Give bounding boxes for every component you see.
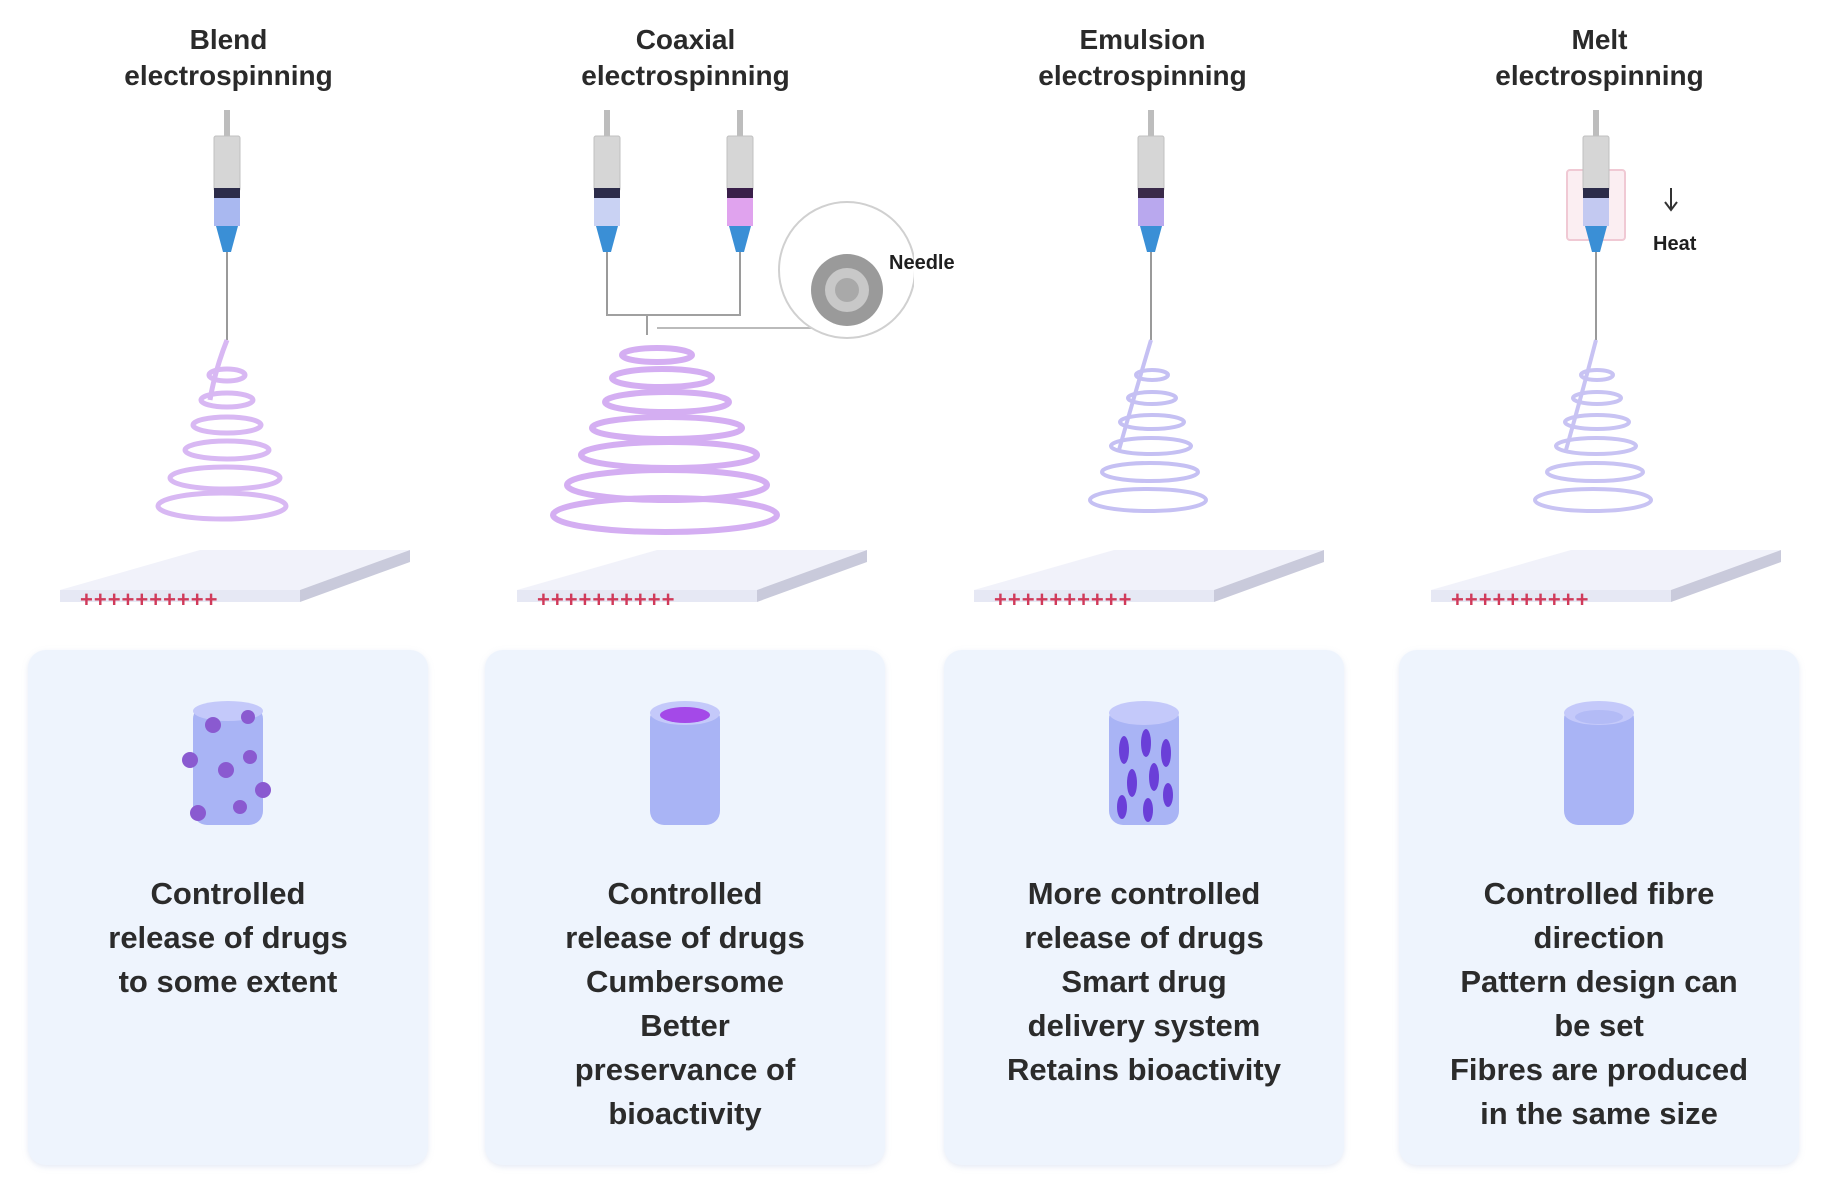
method-description: More controlled release of drugs Smart d…: [1007, 876, 1281, 1087]
column-melt-electrospinning: Melt electrospinning: [1371, 0, 1828, 1198]
melt-result-card: Controlled fibre direction Pattern desig…: [1399, 650, 1799, 1165]
syringe-icon: [1582, 110, 1610, 340]
fibre-with-embedded-droplets-icon: [1109, 701, 1179, 825]
heat-label: Heat: [1653, 233, 1697, 255]
syringe-icon: [1137, 110, 1165, 340]
blend-result-card: Controlled release of drugs to some exte…: [28, 650, 428, 1165]
method-title: Coaxial electrospinning: [581, 24, 790, 91]
fibre-with-drug-particles-icon: [182, 701, 271, 825]
collector-plate-icon: ++++++++++: [60, 550, 410, 612]
coaxial-apparatus-illustration: ++++++++++: [517, 110, 914, 612]
collector-plate-icon: ++++++++++: [974, 550, 1324, 612]
syringe-icon: [593, 110, 621, 310]
positive-charge-markers: ++++++++++: [537, 587, 675, 612]
emulsion-result-card: More controlled release of drugs Smart d…: [944, 650, 1344, 1165]
plain-fibre-icon: [1564, 701, 1634, 825]
needle-label: Needle: [889, 252, 955, 274]
positive-charge-markers: ++++++++++: [1451, 587, 1589, 612]
method-title: Melt electrospinning: [1495, 24, 1704, 91]
method-description: Controlled fibre direction Pattern desig…: [1449, 876, 1749, 1131]
column-coaxial-electrospinning: Coaxial electrospinning: [457, 0, 955, 1198]
method-description: Controlled release of drugs to some exte…: [108, 876, 348, 999]
blend-apparatus-illustration: ++++++++++: [60, 110, 410, 612]
fibre-jet-spiral-icon: [1533, 339, 1653, 513]
coaxial-result-card: Controlled release of drugs Cumbersome B…: [485, 650, 885, 1165]
core-shell-fibre-icon: [650, 701, 720, 825]
needle-inset-icon: [778, 201, 914, 339]
melt-apparatus-illustration: ++++++++++: [1431, 110, 1781, 612]
method-title: Blend electrospinning: [124, 24, 333, 91]
method-title: Emulsion electrospinning: [1038, 24, 1247, 91]
column-blend-electrospinning: Blend electrospinning ++++++++++: [0, 0, 457, 1198]
fibre-jet-spiral-icon: [155, 339, 289, 522]
syringe-icon: [213, 110, 241, 340]
positive-charge-markers: ++++++++++: [80, 587, 218, 612]
positive-charge-markers: ++++++++++: [994, 587, 1132, 612]
emulsion-apparatus-illustration: ++++++++++: [974, 110, 1324, 612]
column-emulsion-electrospinning: Emulsion electrospinning ++++++++++: [914, 0, 1371, 1198]
fibre-jet-spiral-icon: [550, 345, 780, 535]
collector-plate-icon: ++++++++++: [1431, 550, 1781, 612]
heat-arrow-icon: [1664, 188, 1678, 212]
collector-plate-icon: ++++++++++: [517, 550, 867, 612]
method-description: Controlled release of drugs Cumbersome B…: [565, 876, 805, 1131]
fibre-jet-spiral-icon: [1088, 339, 1208, 513]
syringe-icon: [726, 110, 754, 310]
